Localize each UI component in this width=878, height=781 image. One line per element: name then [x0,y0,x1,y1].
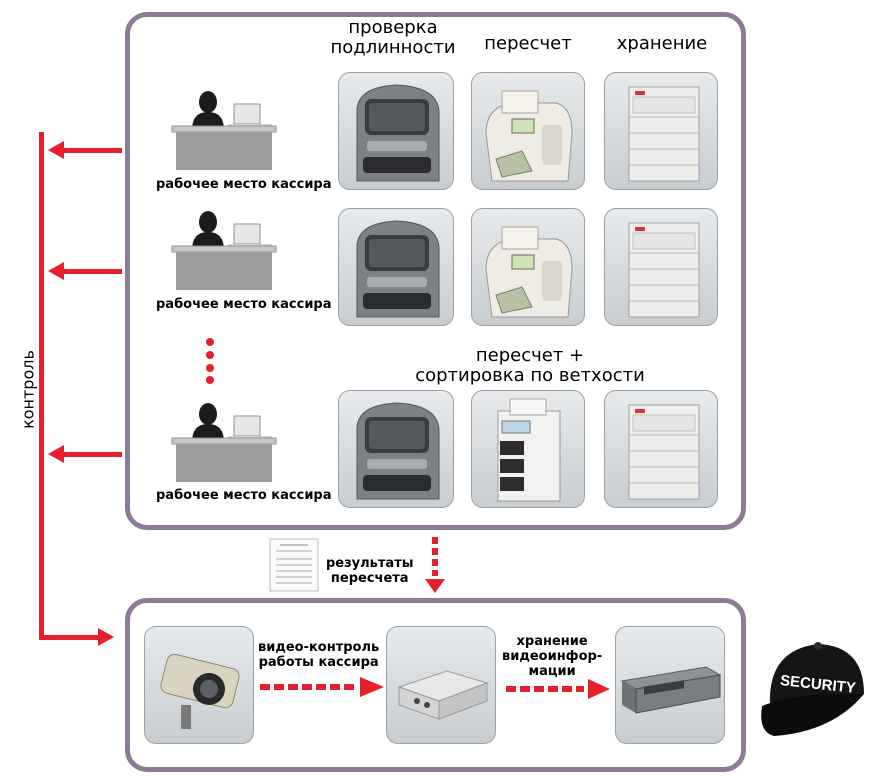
banknote-counter-icon [485,226,573,318]
detector-icon [356,402,440,500]
control-label: контроль [18,350,38,429]
detector-icon [356,220,440,318]
cashier-workstation-icon [171,211,277,290]
column-heading-authenticity: проверка подлинности [330,17,456,58]
storage-cabinet-tile [604,72,718,190]
authenticity-detector-tile [338,390,454,508]
video-storage-arrow [506,679,610,699]
counter-tile [471,72,585,190]
sorter-tile [471,390,585,508]
results-down-arrow [425,537,445,593]
video-control-label: видео-контроль работы кассира [258,640,380,670]
storage-cabinet-tile [604,390,718,508]
counting-results-label: результаты пересчета [326,556,414,586]
storage-cabinet-tile [604,208,718,326]
video-control-arrow [260,677,384,697]
video-storage-label: хранение видеоинфор- мации [502,634,603,679]
cashier-workstation-icon [171,91,277,170]
camera-tile [144,626,254,744]
column-heading-storage: хранение [616,33,708,54]
counter-tile [471,208,585,326]
cashier-workstation-label: рабочее место кассира [156,297,332,312]
video-recorder-icon [620,666,722,714]
banknote-counter-icon [485,90,573,182]
security-cap: SECURITY [756,632,872,742]
storage-cabinet-icon [628,86,700,182]
control-connector [39,132,122,646]
video-server-icon [397,670,489,720]
receipt-icon [269,538,319,592]
cashier-workstation-icon [171,403,277,482]
ellipsis-dots [206,338,214,384]
cashier-workstation-label: рабочее место кассира [156,488,332,503]
detector-icon [356,84,440,182]
column-heading-counting: пересчет [484,33,572,54]
cap-icon [761,642,864,736]
storage-cabinet-icon [628,404,700,500]
camera-icon [160,653,240,729]
sorting-heading: пересчет + сортировка по ветхости [415,345,645,386]
video-server-tile [386,626,496,744]
authenticity-detector-tile [338,72,454,190]
video-recorder-tile [615,626,725,744]
authenticity-detector-tile [338,208,454,326]
storage-cabinet-icon [628,222,700,318]
banknote-sorter-icon [497,398,561,502]
cashier-workstation-label: рабочее место кассира [156,177,332,192]
